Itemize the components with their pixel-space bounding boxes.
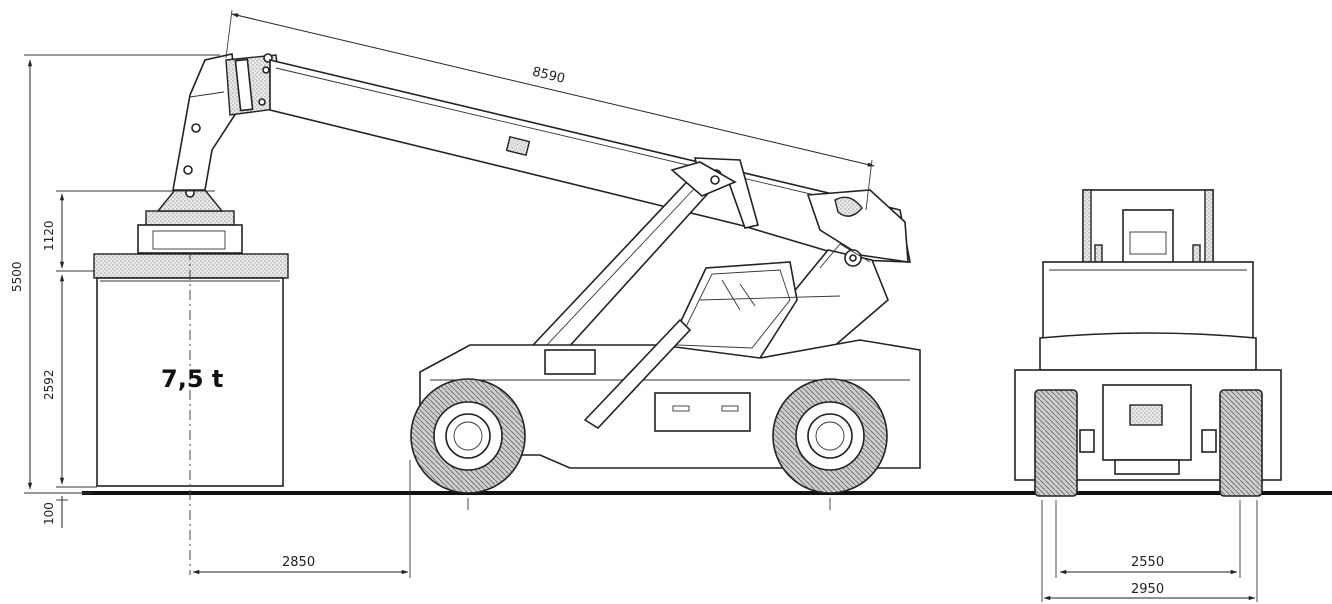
load-weight-label: 7,5 t xyxy=(161,365,223,393)
dim-container-height: 2592 xyxy=(42,369,56,400)
dim-total-height: 5500 xyxy=(10,261,24,292)
telescopic-boom xyxy=(269,58,911,263)
rear-wheel xyxy=(772,378,888,494)
dim-load-center: 2850 xyxy=(282,555,315,570)
dimension-lines xyxy=(24,9,1258,602)
front-view-machine xyxy=(1014,189,1282,497)
boom-head xyxy=(172,53,283,191)
container xyxy=(93,190,289,575)
front-wheel xyxy=(410,378,526,494)
dim-track-width: 2550 xyxy=(1131,555,1164,570)
dim-boom-length: 8590 xyxy=(531,65,567,87)
dim-overall-width: 2950 xyxy=(1131,582,1164,597)
dim-ground-clearance: 100 xyxy=(42,502,56,525)
dim-spreader-height: 1120 xyxy=(42,220,56,251)
spreader xyxy=(137,188,243,254)
